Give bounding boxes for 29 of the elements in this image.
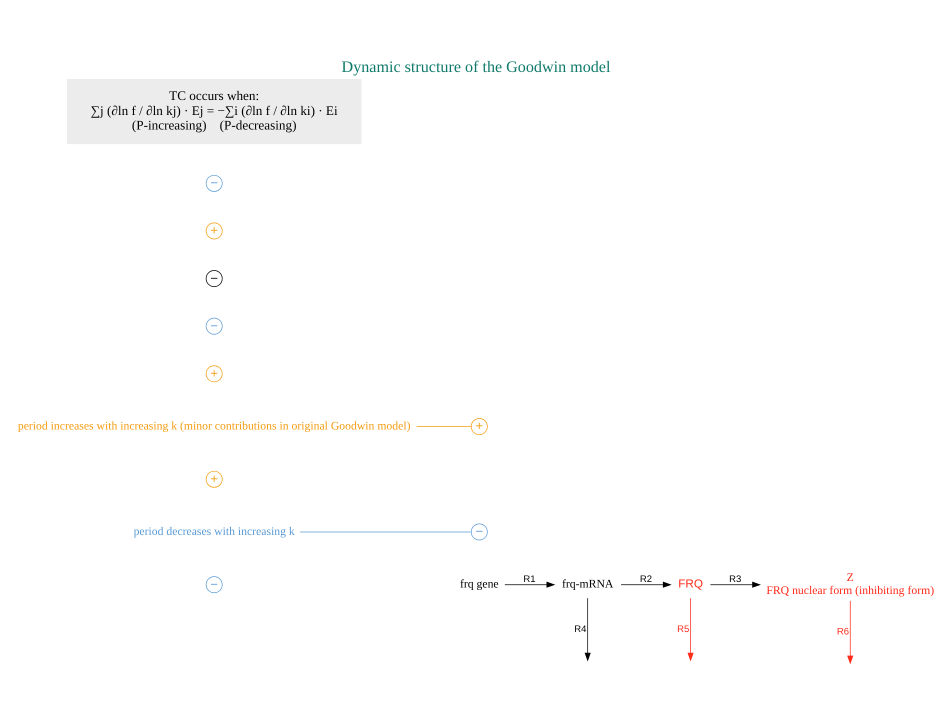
arrow <box>688 597 694 661</box>
node-circle: + <box>206 364 223 382</box>
node-circle: − <box>206 576 223 593</box>
node-circle: + <box>206 222 223 239</box>
node-circle: − <box>206 174 223 192</box>
edge-label: R2 <box>640 574 652 585</box>
arrow <box>584 597 591 661</box>
node-circle: + <box>470 418 488 434</box>
node-text: period increases with increasing k (minor contributions in original Goodwin model) <box>18 418 410 432</box>
node-text: Z FRQ nuclear form (inhibiting form) <box>766 570 934 597</box>
node-text: frq-mRNA <box>562 576 614 590</box>
arrow <box>847 600 854 664</box>
node-text: FRQ <box>678 576 703 590</box>
edge-label: R1 <box>523 574 536 585</box>
connector <box>300 531 472 532</box>
arrow <box>710 581 761 588</box>
node-circle: − <box>470 523 488 540</box>
arrow <box>504 581 556 588</box>
node-circle: − <box>206 317 223 334</box>
arrow <box>620 581 672 588</box>
diagram-title: Dynamic structure of the Goodwin model <box>342 58 610 76</box>
node-circle: − <box>206 270 223 286</box>
edge-label: R6 <box>836 626 850 638</box>
edge-label: R3 <box>729 574 742 585</box>
edge-label: R4 <box>574 623 586 634</box>
node-text: frq gene <box>460 576 499 590</box>
edge-label: R5 <box>677 623 690 634</box>
node-text: period decreases with increasing k <box>134 524 295 538</box>
node-circle: + <box>206 470 223 488</box>
